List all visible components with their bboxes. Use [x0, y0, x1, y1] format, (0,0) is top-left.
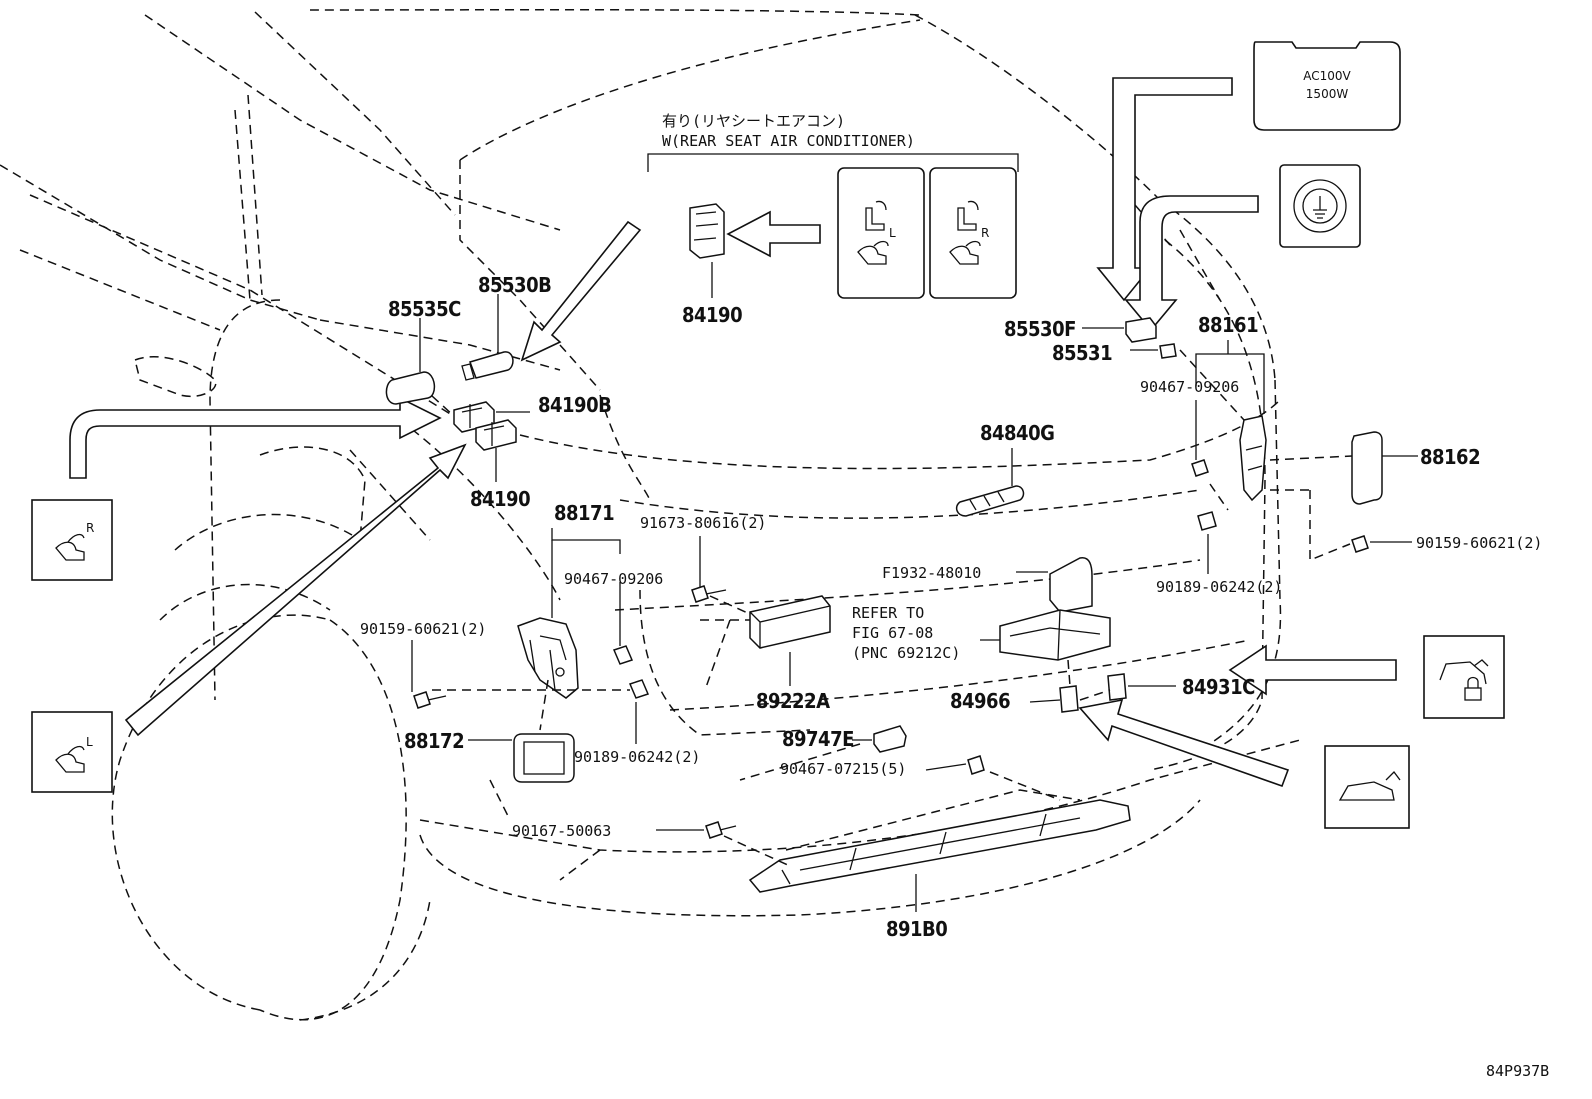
seat-heater-right-icon — [949, 200, 981, 265]
label-90467-09206-b: 90467-09206 — [1140, 378, 1239, 396]
leader-lines — [411, 262, 1418, 912]
diagram-code: 84P937B — [1486, 1062, 1549, 1080]
label-85535C: 85535C — [388, 297, 461, 321]
label-89222A: 89222A — [756, 689, 830, 713]
ac-outlet-wattage: 1500W — [1306, 87, 1349, 101]
vehicle-body-outline — [0, 8, 1301, 1021]
label-85531: 85531 — [1052, 341, 1112, 365]
label-90159-60621-a: 90159-60621(2) — [360, 620, 486, 638]
label-90167-50063: 90167-50063 — [512, 822, 611, 840]
condition-jp-label: 有り(リヤシートエアコン) — [662, 112, 845, 130]
label-84190B: 84190B — [538, 393, 611, 417]
refer-line-3: (PNC 69212C) — [852, 644, 960, 662]
pointer-arrows — [69, 77, 1397, 788]
icon-box-seat-fold-right: R — [31, 499, 113, 581]
icon-box-ac-outlet: AC100V 1500W — [1253, 41, 1401, 131]
ac-outlet-voltage: AC100V — [1303, 69, 1351, 83]
seat-fold-left-icon — [55, 745, 85, 773]
label-88172: 88172 — [404, 729, 464, 753]
refer-line-1: REFER TO — [852, 604, 924, 622]
label-90189-06242-a: 90189-06242(2) — [574, 748, 700, 766]
label-88161: 88161 — [1198, 313, 1258, 337]
part-labels: 84190 85535C 85530B 84190B 84190 88171 9… — [360, 273, 1542, 941]
seat-fold-right-mark: R — [86, 521, 94, 535]
refer-line-2: FIG 67-08 — [852, 624, 933, 642]
label-85530F: 85530F — [1004, 317, 1076, 341]
rear-ac-condition: 有り(リヤシートエアコン) W(REAR SEAT AIR CONDITIONE… — [647, 112, 1019, 172]
label-F1932-48010: F1932-48010 — [882, 564, 981, 582]
ground-symbol-icon — [1313, 196, 1327, 219]
label-90467-07215: 90467-07215(5) — [780, 760, 906, 778]
icon-box-seat-right: R — [929, 167, 1017, 299]
label-84966: 84966 — [950, 689, 1010, 713]
icon-box-seat-fold-left: L — [31, 711, 113, 793]
knob-outer-icon — [1293, 179, 1347, 233]
label-84931C: 84931C — [1182, 675, 1255, 699]
car-lock-icon — [1439, 661, 1487, 685]
part-graphics — [385, 203, 1383, 893]
seat-heater-left-icon — [857, 200, 889, 265]
icon-box-power-knob — [1279, 164, 1361, 248]
liftgate-icon — [1338, 781, 1395, 801]
label-90189-06242-b: 90189-06242(2) — [1156, 578, 1282, 596]
seat-fold-left-mark: L — [86, 735, 93, 749]
seat-fold-right-icon — [55, 533, 85, 561]
icon-box-liftgate — [1324, 745, 1410, 829]
label-891B0: 891B0 — [886, 917, 947, 941]
label-84190-top: 84190 — [682, 303, 742, 327]
seat-right-mark: R — [981, 226, 989, 240]
icon-box-lock — [1423, 635, 1505, 719]
label-84190-low: 84190 — [470, 487, 530, 511]
label-84840G: 84840G — [980, 421, 1054, 445]
label-88162: 88162 — [1420, 445, 1480, 469]
label-90159-60621-b: 90159-60621(2) — [1416, 534, 1542, 552]
label-89747E: 89747E — [782, 727, 854, 751]
label-85530B: 85530B — [478, 273, 551, 297]
icon-box-seat-left: L — [837, 167, 925, 299]
refer-note: REFER TO FIG 67-08 (PNC 69212C) — [852, 604, 960, 662]
label-91673-80616: 91673-80616(2) — [640, 514, 766, 532]
seat-left-mark: L — [889, 226, 896, 240]
condition-en-label: W(REAR SEAT AIR CONDITIONER) — [662, 132, 915, 150]
label-90467-09206-a: 90467-09206 — [564, 570, 663, 588]
label-88171: 88171 — [554, 501, 614, 525]
